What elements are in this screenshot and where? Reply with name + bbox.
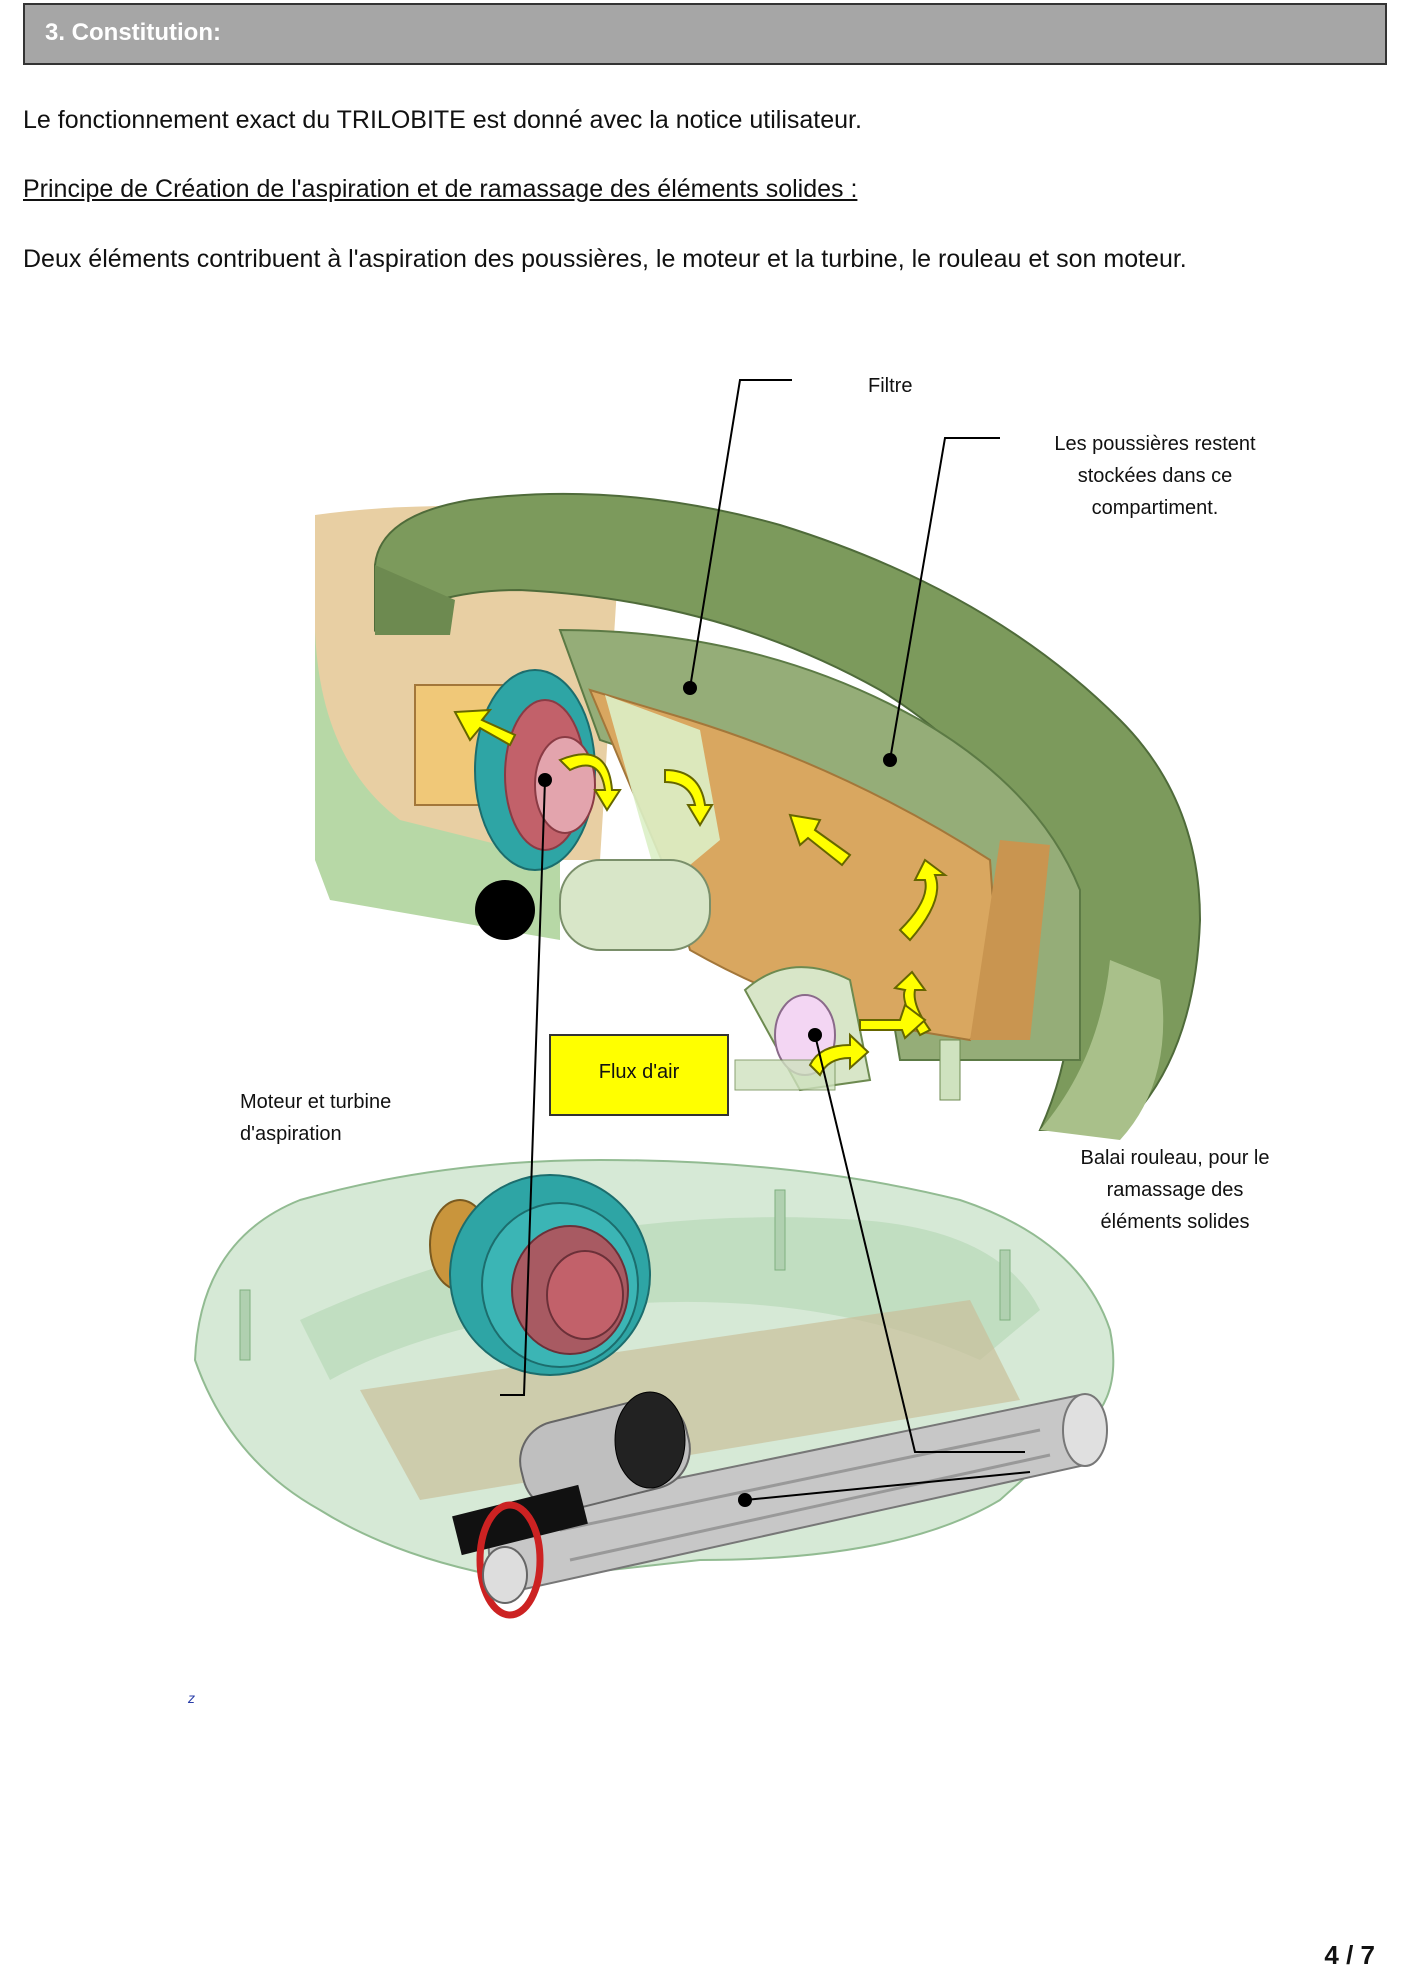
section-header: 3. Constitution:	[23, 3, 1387, 65]
compartment-side	[970, 840, 1050, 1040]
leader-lines	[500, 379, 1031, 1501]
roller-motor-cap	[614, 1391, 686, 1489]
arrow-2	[558, 753, 622, 812]
leader-filtre	[689, 379, 792, 689]
wheel	[475, 880, 535, 940]
pulley	[482, 1546, 528, 1604]
post-c	[239, 1289, 251, 1361]
label-dust-compartment: Les poussières restent stockées dans ce …	[1054, 433, 1256, 519]
roller-groove-2	[569, 1453, 1051, 1562]
illustration-drawing	[193, 379, 1202, 1619]
body-lower-green	[315, 630, 560, 940]
arrow-8	[808, 1032, 870, 1077]
leader-dots	[538, 681, 897, 1507]
drive-belt	[476, 1501, 544, 1619]
section-title: 3. Constitution:	[45, 19, 221, 46]
arrow-3	[664, 768, 714, 827]
post-a	[774, 1189, 786, 1271]
leader-dust	[889, 437, 1000, 761]
label-filtre: Filtre	[868, 375, 913, 397]
airflow-arrows	[453, 708, 948, 1077]
arrow-4	[788, 813, 852, 867]
leader-motor	[500, 779, 546, 1396]
label-motor-turbine: Moteur et turbine d'aspiration	[240, 1091, 392, 1145]
description-paragraph: Deux éléments contribuent à l'aspiration…	[23, 245, 1187, 273]
small-mark: z	[188, 1690, 195, 1706]
window-panel	[605, 695, 720, 890]
roller-end	[1062, 1393, 1108, 1467]
arrow-1	[453, 708, 517, 747]
intro-paragraph: Le fonctionnement exact du TRILOBITE est…	[23, 106, 862, 134]
turbine-center	[546, 1250, 624, 1340]
motor-cylinder	[559, 859, 711, 951]
leader-roller-top	[814, 1034, 1025, 1453]
trilobite-illustration	[0, 300, 1413, 1740]
airflow-legend-text: Flux d'air	[598, 1061, 680, 1083]
page-number: 4 / 7	[1324, 1940, 1375, 1970]
arrow-7	[859, 1003, 927, 1040]
principle-heading: Principe de Création de l'aspiration et …	[23, 175, 858, 203]
airflow-legend-box: Flux d'air	[549, 1034, 729, 1116]
leader-roller-bottom	[744, 1471, 1031, 1501]
shell-lid	[374, 492, 1202, 1131]
shell-edge	[375, 565, 455, 635]
post-right	[939, 1039, 961, 1101]
arrow-5	[898, 858, 948, 942]
label-roller-brush: Balai rouleau, pour le ramassage des élé…	[1080, 1147, 1270, 1233]
shell-lower-right	[1040, 960, 1164, 1140]
roller-groove-1	[559, 1428, 1041, 1532]
post-b	[999, 1249, 1011, 1321]
